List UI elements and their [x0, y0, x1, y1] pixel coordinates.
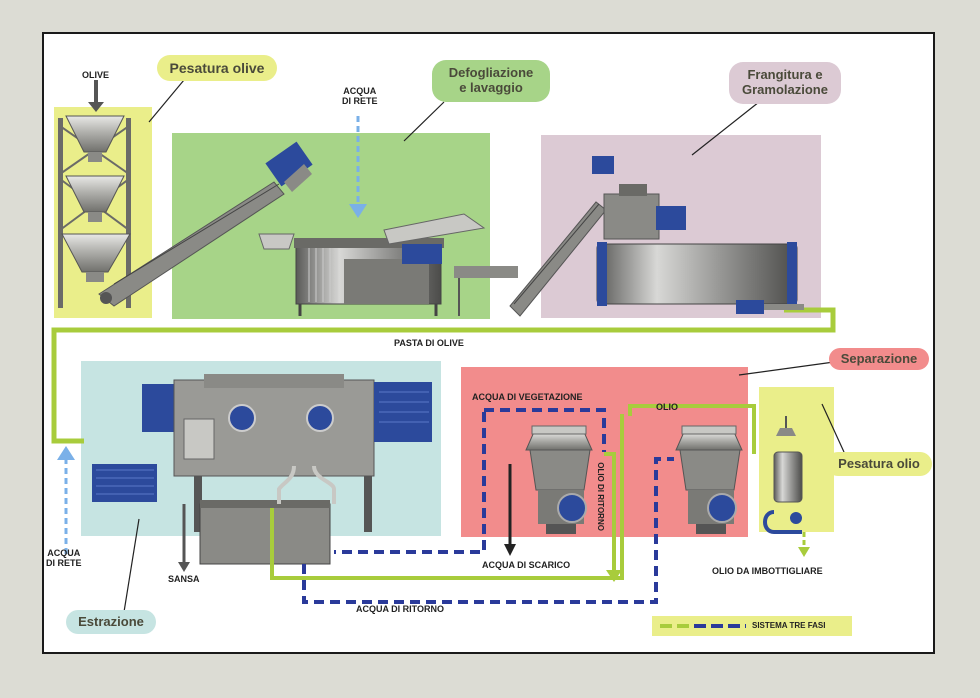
stage-pesatura-olive: Pesatura olive: [157, 55, 277, 81]
oil-weighing-tank: [763, 416, 810, 557]
stage-estrazione: Estrazione: [66, 610, 156, 634]
leaf-removal-washer: [258, 141, 518, 316]
conveyor-belt-1: [98, 181, 285, 307]
olive-weighing-machine: [58, 80, 131, 308]
process-diagram-frame: Pesatura olive Defogliazione e lavaggio …: [42, 32, 935, 654]
acqua-rete-arrow-top: [349, 116, 367, 218]
separator-centrifuge-2: [675, 425, 743, 534]
acqua-rete-arrow-left: [57, 446, 75, 554]
label-acqua-di-vegetazione: ACQUA DI VEGETAZIONE: [472, 392, 583, 402]
label-olio: OLIO: [656, 402, 678, 412]
stage-pesatura-olio: Pesatura olio: [826, 452, 932, 476]
conveyor-belt-2: [509, 156, 614, 317]
process-diagram: [51, 73, 852, 636]
label-acqua-rete-left: ACQUA DI RETE: [46, 548, 82, 569]
label-sansa: SANSA: [168, 574, 200, 584]
stage-frangitura: Frangitura e Gramolazione: [729, 62, 841, 104]
crusher-malaxer: [596, 184, 804, 314]
label-olio-di-ritorno: OLIO DI RITORNO: [595, 462, 605, 531]
stage-separazione: Separazione: [829, 348, 929, 370]
label-olive: OLIVE: [82, 70, 110, 80]
pasta-di-olive-line: [51, 307, 836, 444]
acqua-di-scarico-arrow: [504, 464, 516, 556]
separator-centrifuge-1: [525, 425, 593, 534]
three-phase-flow-lines: [270, 404, 756, 604]
label-olio-da-imbottigliare: OLIO DA IMBOTTIGLIARE: [712, 566, 823, 576]
olio-di-ritorno-arrowhead: [606, 570, 622, 582]
sansa-arrow: [178, 504, 190, 572]
legend-label: SISTEMA TRE FASI: [752, 621, 826, 630]
leader-lines: [123, 73, 845, 613]
stage-defogliazione: Defogliazione e lavaggio: [432, 60, 550, 102]
label-acqua-di-scarico: ACQUA DI SCARICO: [482, 560, 571, 570]
label-acqua-rete-top: ACQUA DI RETE: [342, 86, 378, 107]
label-pasta-di-olive: PASTA DI OLIVE: [394, 338, 464, 348]
label-acqua-di-ritorno: ACQUA DI RITORNO: [356, 604, 445, 614]
decanter-extractor: [92, 374, 432, 565]
legend: [652, 616, 852, 636]
